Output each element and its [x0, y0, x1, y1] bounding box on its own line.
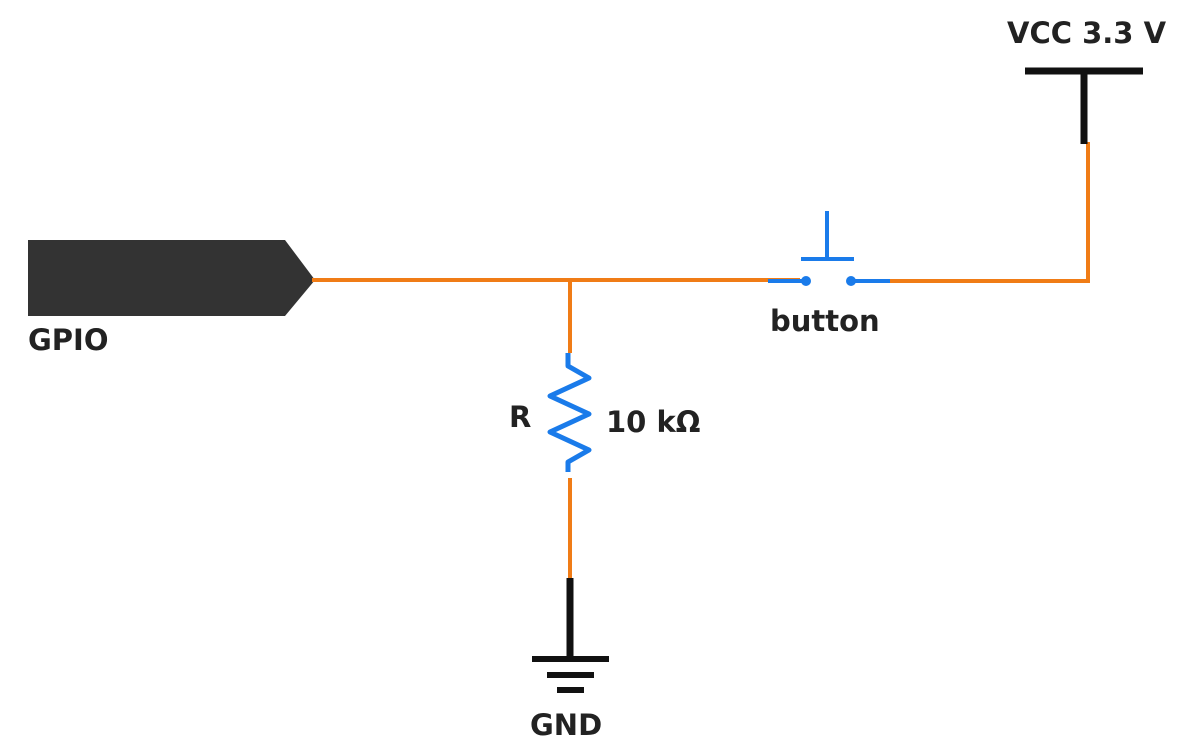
resistor-name-label: R: [509, 400, 531, 434]
push-button: button: [768, 211, 890, 338]
vcc-label: VCC 3.3 V: [1007, 16, 1167, 50]
button-label: button: [770, 304, 880, 338]
resistor: R 10 kΩ: [509, 353, 700, 472]
gpio-label: GPIO: [28, 323, 109, 357]
wires: [312, 142, 1090, 580]
gpio-pin-shape: [28, 240, 315, 316]
gpio-pin: GPIO: [28, 240, 315, 357]
resistor-zigzag: [547, 353, 592, 472]
button-contact-left: [801, 276, 811, 286]
gnd-label: GND: [530, 708, 602, 742]
button-contact-right: [846, 276, 856, 286]
resistor-value-label: 10 kΩ: [606, 405, 700, 439]
ground-symbol: GND: [530, 578, 609, 742]
vcc-supply: VCC 3.3 V: [1007, 16, 1167, 144]
